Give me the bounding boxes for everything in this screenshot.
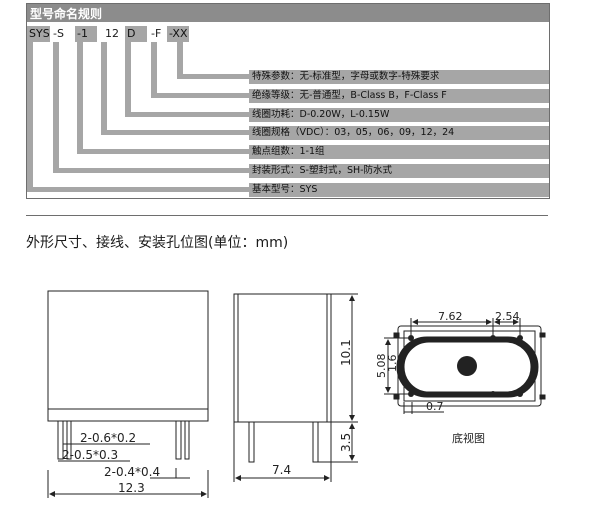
side-depth: 7.4 — [272, 463, 291, 477]
bracket-h-f — [151, 93, 249, 98]
bracket-s — [53, 42, 59, 173]
code-twelve: 12 — [105, 27, 119, 40]
naming-rule-panel: 型号命名规则 SYS -S -1 12 D -F -XX 特殊参数：无-标准型，… — [26, 3, 550, 199]
bottom-hole: 0.7 — [426, 400, 444, 413]
desc-seal: 封装形式：S-塑封式，SH-防水式 — [249, 164, 549, 178]
side-view — [233, 293, 358, 482]
dimension-section-title: 外形尺寸、接线、安装孔位图(单位：mm) — [26, 235, 289, 251]
desc-coil-power: 线圈功耗：D-0.20W，L-0.15W — [249, 108, 549, 122]
bracket-h-xx — [177, 74, 249, 79]
bottom-pitch-b: 2.54 — [495, 310, 520, 323]
bracket-h-sys — [27, 187, 249, 192]
bracket-h-d — [125, 112, 249, 117]
bracket-twelve — [101, 42, 107, 135]
bracket-f — [151, 42, 157, 98]
front-pin-c: 2-0.4*0.4 — [104, 465, 160, 479]
bracket-d — [125, 42, 131, 117]
code-one: -1 — [75, 26, 97, 42]
bracket-h-twelve — [101, 130, 249, 135]
section-divider — [26, 215, 548, 216]
bottom-row-a: 5.08 — [375, 354, 388, 379]
bottom-row-b: 1.6 — [386, 355, 399, 373]
bracket-sys — [27, 42, 33, 192]
bracket-h-s — [53, 168, 249, 173]
front-view — [47, 290, 209, 498]
desc-contact: 触点组数：1-1组 — [249, 145, 549, 159]
code-d: D — [125, 26, 147, 42]
naming-title: 型号命名规则 — [30, 7, 103, 21]
desc-coil-spec: 线圈规格（VDC）：03，05，06，09，12，24 — [249, 126, 549, 140]
bottom-pitch-a: 7.62 — [438, 310, 463, 323]
code-s: -S — [53, 27, 64, 40]
bracket-h-one — [77, 149, 249, 154]
front-pin-b: 2-0.5*0.3 — [62, 448, 118, 462]
naming-title-bar: 型号命名规则 — [27, 4, 549, 22]
code-xx: -XX — [167, 26, 189, 42]
bracket-one — [77, 42, 83, 154]
front-width: 12.3 — [118, 481, 145, 495]
desc-insulation: 绝缘等级：无-普通型，B-Class B，F-Class F — [249, 89, 549, 103]
desc-special: 特殊参数：无-标准型，字母或数字-特殊要求 — [249, 70, 549, 84]
bottom-caption: 底视图 — [452, 431, 485, 445]
front-pin-a: 2-0.6*0.2 — [80, 431, 136, 445]
side-height: 10.1 — [339, 339, 353, 366]
desc-base: 基本型号：SYS — [249, 183, 549, 197]
code-sys: SYS — [27, 26, 50, 42]
side-pin-len: 3.5 — [339, 433, 353, 452]
code-f: -F — [151, 27, 162, 40]
bottom-view — [384, 318, 546, 414]
bracket-xx — [177, 42, 183, 79]
